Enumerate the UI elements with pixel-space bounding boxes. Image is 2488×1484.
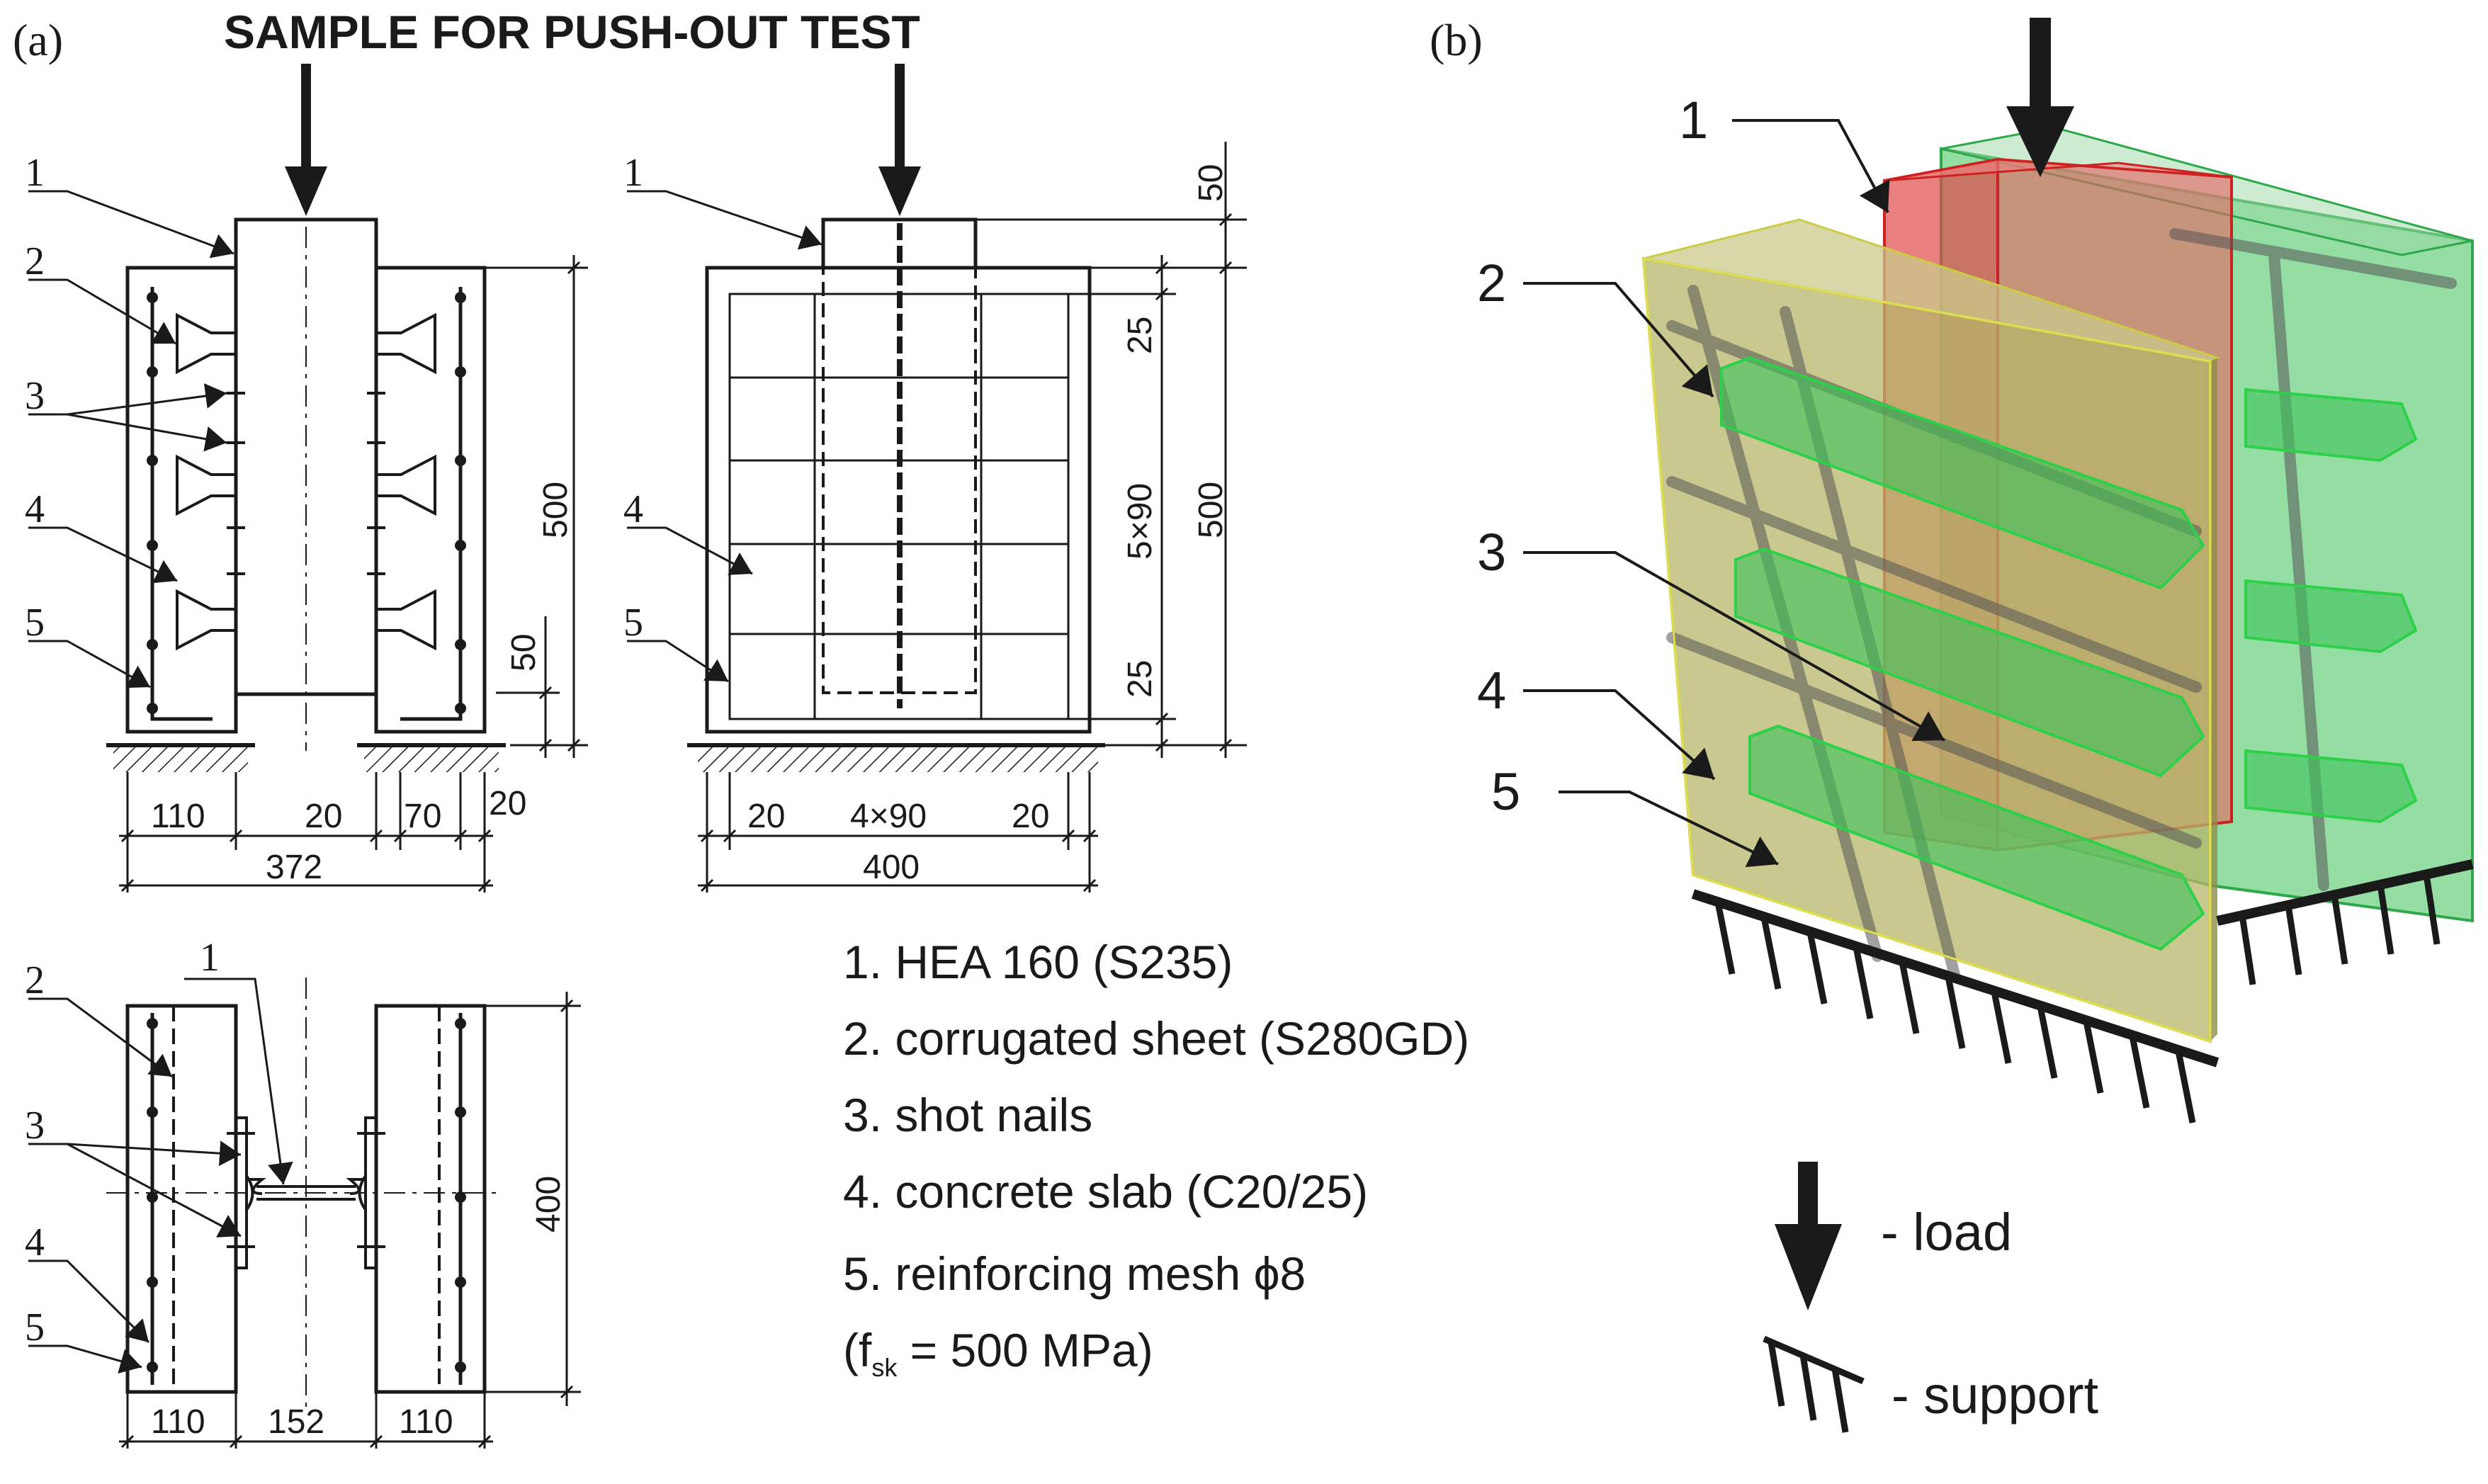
note-prefix: (f bbox=[843, 1324, 872, 1376]
panel-b-tag: (b) bbox=[1430, 15, 1483, 65]
support-legend: - support bbox=[1763, 1335, 2098, 1433]
callout-1: 1 bbox=[25, 151, 45, 195]
elevation-view bbox=[28, 64, 588, 893]
dim-25-top: 25 bbox=[1121, 317, 1159, 354]
callout-2: 2 bbox=[25, 239, 45, 283]
dim-50-top: 50 bbox=[1192, 164, 1230, 202]
plan-view bbox=[28, 978, 581, 1449]
callout-2: 2 bbox=[1477, 254, 1506, 312]
dim-110-left: 110 bbox=[151, 1403, 205, 1441]
dim-372: 372 bbox=[266, 849, 322, 886]
panel-a-tag: (a) bbox=[13, 15, 63, 65]
callout-1: 1 bbox=[200, 936, 220, 980]
dim-20-right: 20 bbox=[489, 785, 526, 822]
side-view bbox=[627, 64, 1247, 893]
dim-20-left: 20 bbox=[305, 798, 342, 835]
model-3d bbox=[1523, 18, 2474, 1123]
note-subscript: sk bbox=[871, 1353, 898, 1383]
support-legend-label: - support bbox=[1892, 1366, 2098, 1424]
legend-item-1: 1. HEA 160 (S235) bbox=[843, 936, 1233, 988]
plan-labels: 1 2 3 4 5 110 152 110 400 bbox=[25, 936, 567, 1441]
dim-152: 152 bbox=[268, 1403, 324, 1441]
callout-5: 5 bbox=[25, 601, 45, 645]
legend-item-3: 3. shot nails bbox=[843, 1089, 1093, 1141]
legend-item-5: 5. reinforcing mesh ϕ8 bbox=[843, 1247, 1306, 1300]
push-out-title: SAMPLE FOR PUSH-OUT TEST bbox=[224, 6, 920, 58]
load-arrow-icon bbox=[2006, 106, 2074, 177]
dim-50: 50 bbox=[505, 634, 543, 672]
dim-110-right: 110 bbox=[399, 1403, 453, 1441]
model-callouts: 1 2 3 4 5 bbox=[1477, 91, 1708, 821]
dim-110: 110 bbox=[151, 798, 205, 835]
dim-70: 70 bbox=[404, 798, 441, 835]
dim-5x90: 5×90 bbox=[1121, 483, 1159, 560]
dim-20-left: 20 bbox=[747, 798, 785, 835]
legend-item-4: 4. concrete slab (C20/25) bbox=[843, 1165, 1369, 1218]
load-legend: - load bbox=[1775, 1162, 2012, 1310]
dim-4x90: 4×90 bbox=[850, 798, 927, 835]
callout-1: 1 bbox=[623, 151, 643, 195]
callout-4: 4 bbox=[623, 487, 643, 531]
dim-400: 400 bbox=[863, 849, 920, 886]
dim-500: 500 bbox=[537, 482, 575, 538]
load-symbol-icon bbox=[1775, 1224, 1842, 1310]
callout-4: 4 bbox=[1477, 661, 1506, 720]
callout-5: 5 bbox=[25, 1305, 45, 1349]
callout-4: 4 bbox=[25, 487, 45, 531]
load-arrow-icon bbox=[285, 166, 327, 216]
load-arrow-shaft bbox=[2030, 18, 2051, 110]
callout-3: 3 bbox=[25, 1104, 45, 1148]
callout-5: 5 bbox=[1491, 762, 1520, 821]
dim-25-bottom: 25 bbox=[1121, 660, 1159, 698]
callout-2: 2 bbox=[25, 958, 45, 1002]
legend-note: (fsk = 500 MPa) bbox=[843, 1323, 1153, 1383]
callout-3: 3 bbox=[25, 374, 45, 418]
note-suffix: = 500 MPa) bbox=[897, 1324, 1153, 1376]
dim-500: 500 bbox=[1192, 482, 1230, 538]
callout-1: 1 bbox=[1679, 91, 1708, 149]
callout-3: 3 bbox=[1477, 523, 1506, 582]
load-arrow-icon bbox=[878, 166, 921, 216]
load-legend-label: - load bbox=[1881, 1203, 2012, 1262]
legend-item-2: 2. corrugated sheet (S280GD) bbox=[843, 1012, 1470, 1065]
dim-400: 400 bbox=[530, 1176, 567, 1233]
callout-4: 4 bbox=[25, 1220, 45, 1264]
dim-20-right: 20 bbox=[1012, 798, 1049, 835]
side-labels: 1 4 5 50 25 5×90 25 500 20 4×90 20 400 bbox=[623, 151, 1230, 886]
elevation-labels: 1 2 3 4 5 110 20 70 20 372 500 50 bbox=[25, 151, 575, 886]
callout-5: 5 bbox=[623, 601, 643, 645]
